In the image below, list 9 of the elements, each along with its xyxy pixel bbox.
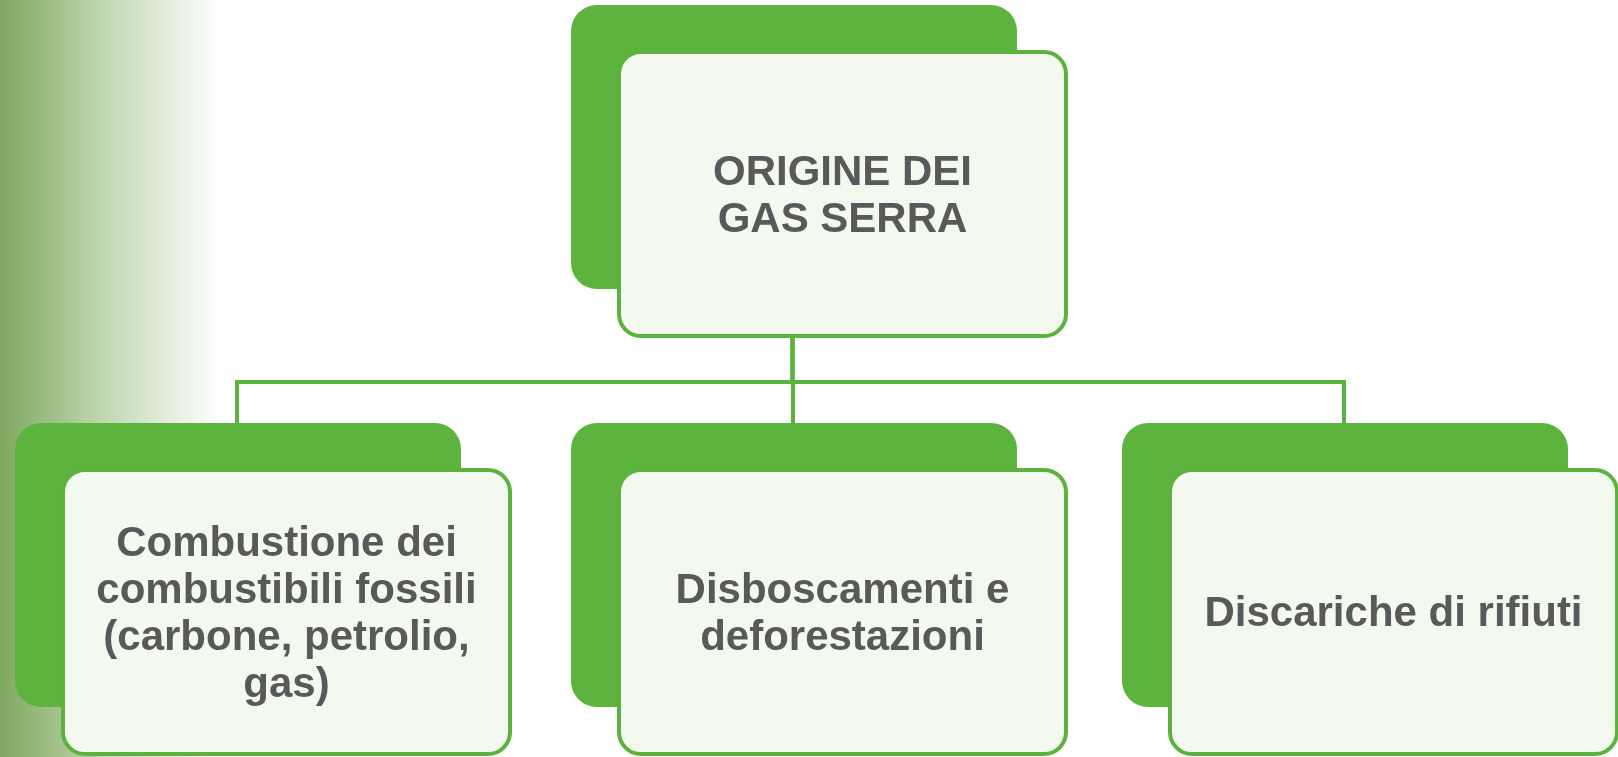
node-text: Disboscamenti e deforestazioni (674, 564, 1011, 660)
process-card (571, 423, 1068, 756)
node-text: Discariche di rifiuti (1204, 588, 1583, 636)
node-text: ORIGINE DEI GAS SERRA (711, 146, 973, 242)
process-card (15, 423, 512, 756)
connector-line (790, 338, 1346, 423)
process-card (571, 5, 1068, 338)
process-card (1122, 423, 1618, 756)
node-text: Combustione dei combustibili fossili (carbone, petrolio, gas) (95, 517, 478, 707)
